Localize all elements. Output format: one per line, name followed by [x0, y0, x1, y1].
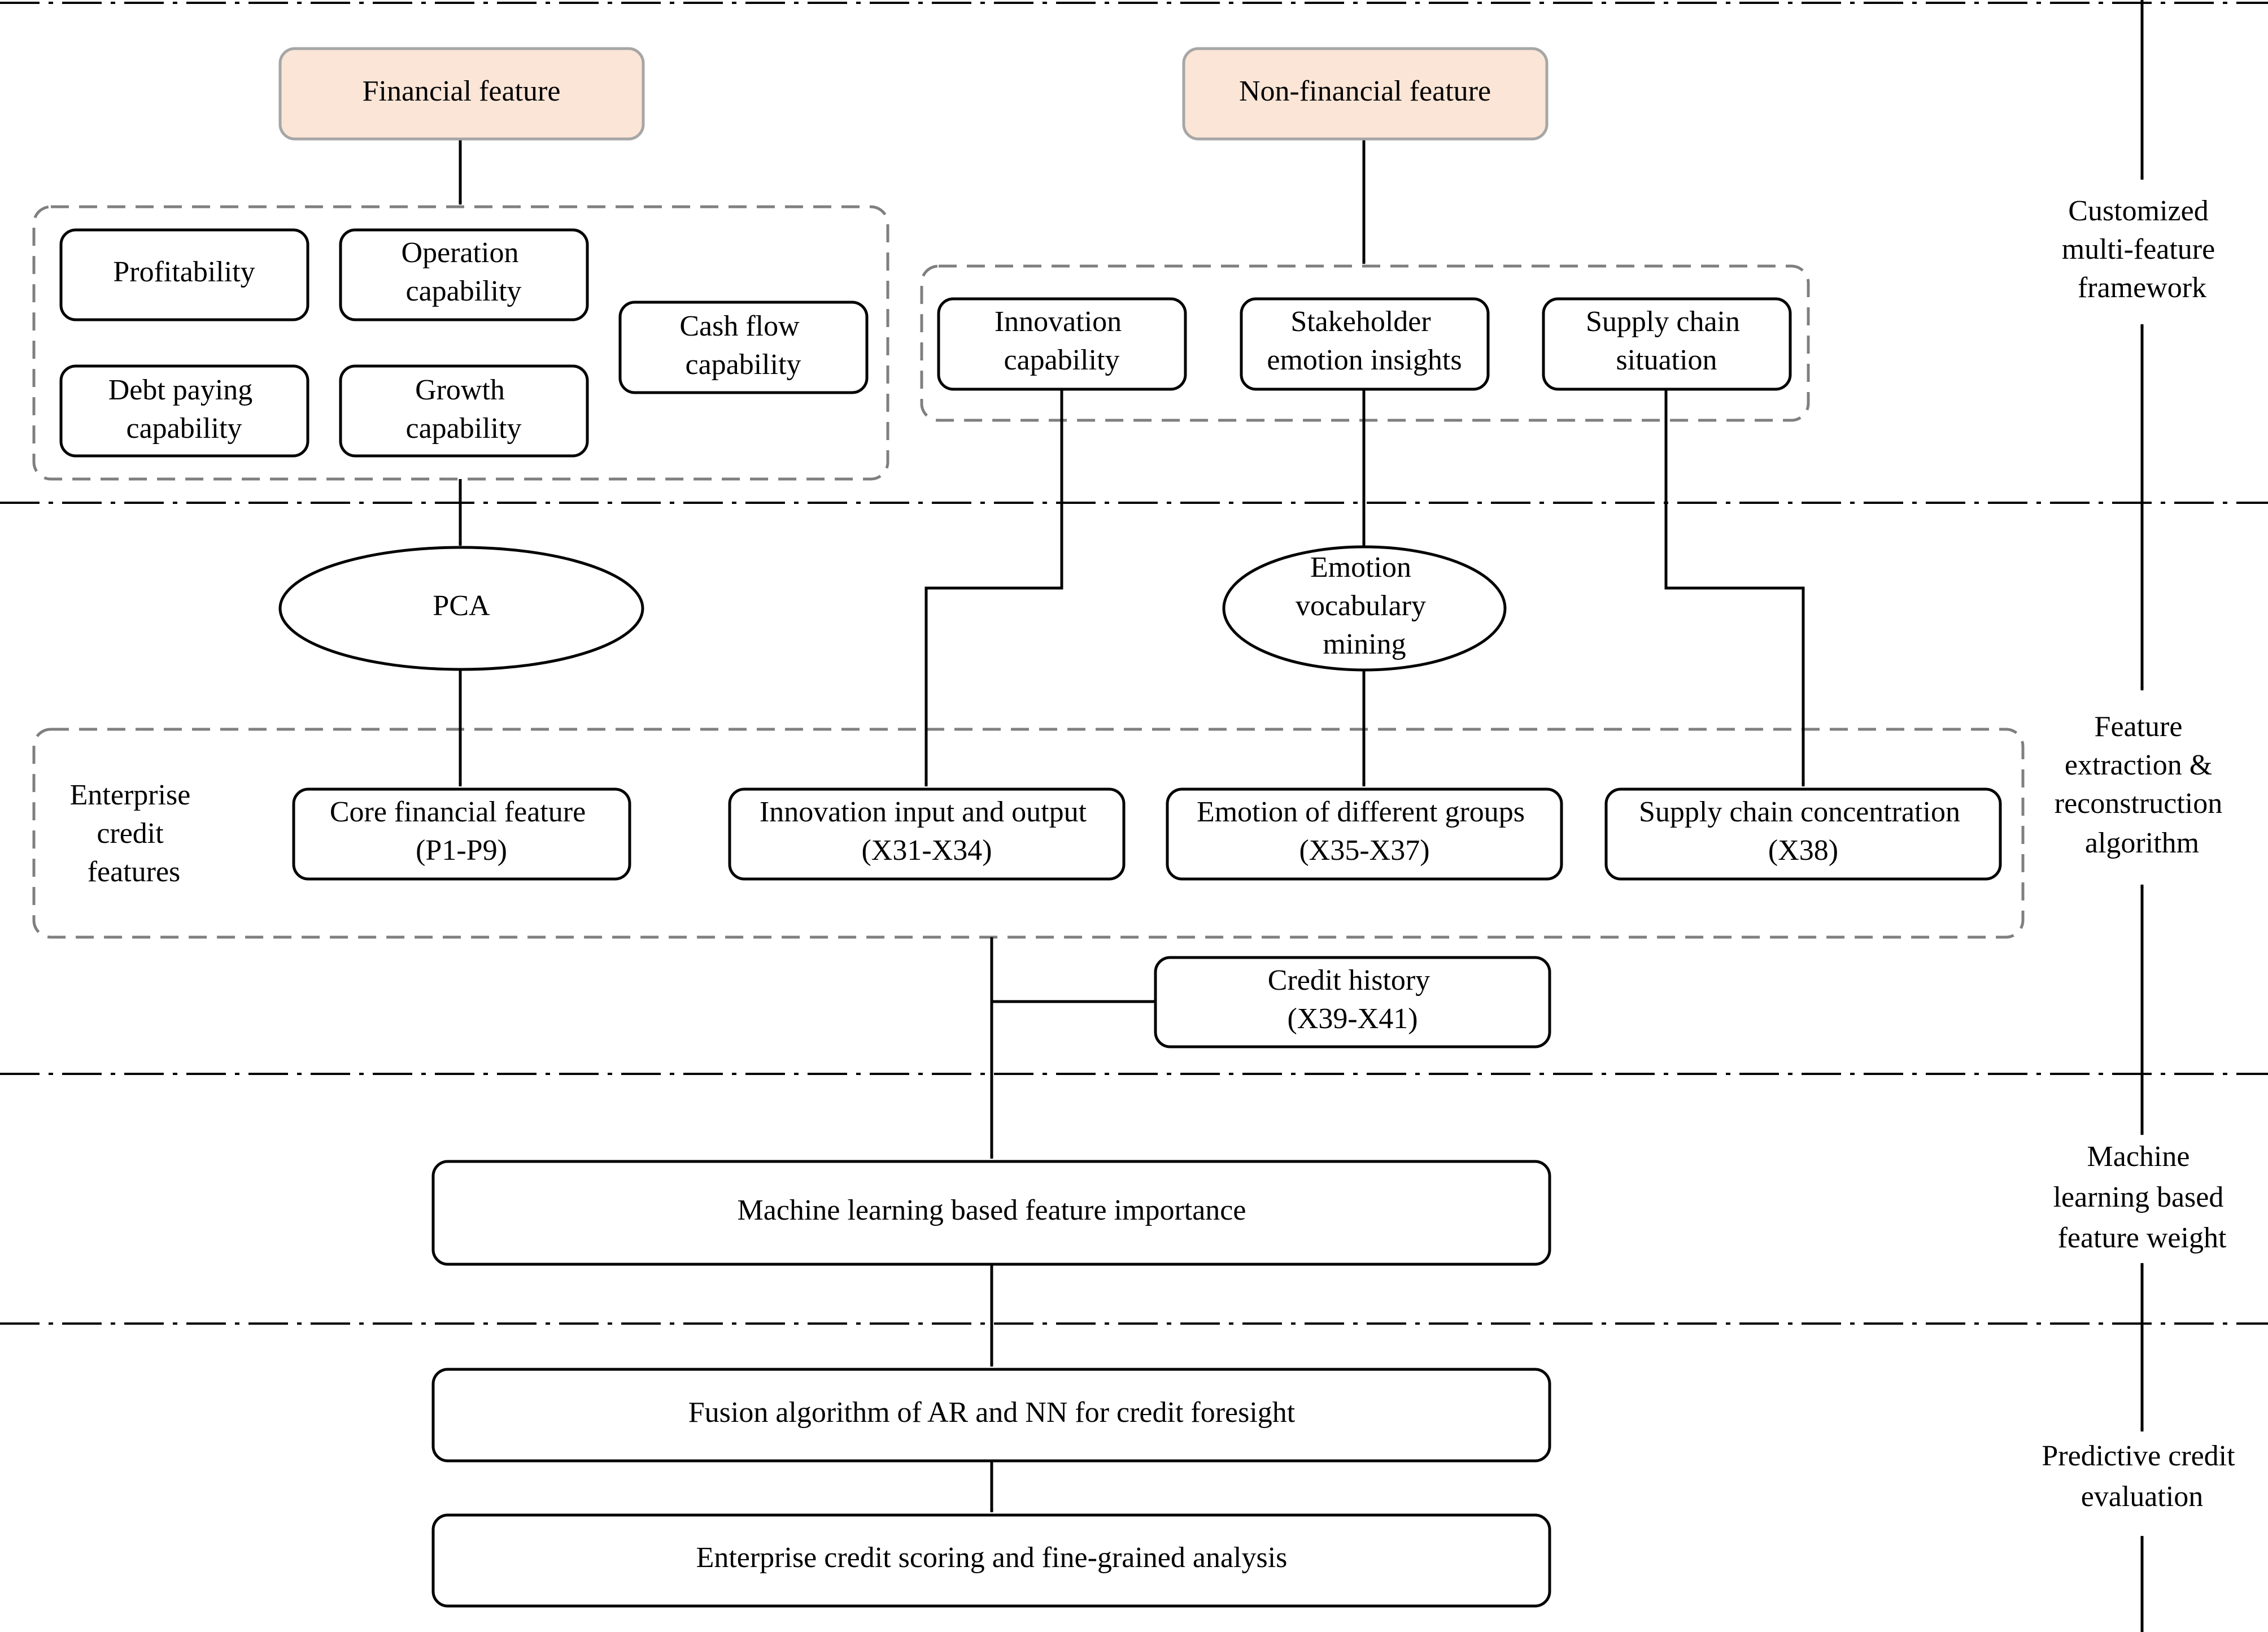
- fusion-algorithm-label: Fusion algorithm of AR and NN for credit…: [688, 1396, 1296, 1429]
- emotion-vocabulary-mining-oval: Emotion vocabulary mining: [1222, 545, 1507, 672]
- cash-flow-capability-line-1: Cash flow: [679, 310, 800, 342]
- enterprise-credit-features-label: Enterprise credit features: [70, 779, 198, 888]
- stage-label-predictive: Predictive credit evaluation: [2042, 1440, 2242, 1513]
- operation-capability-box: Operation capability: [339, 228, 589, 321]
- stage-predictive-line-1: Predictive credit: [2042, 1440, 2235, 1472]
- stage-extraction-line-3: reconstruction: [2055, 787, 2222, 820]
- innovation-capability-box: Innovation capability: [937, 297, 1187, 391]
- stage-extraction-line-1: Feature: [2095, 711, 2183, 743]
- supply-chain-concentration-line-1: Supply chain concentration: [1639, 796, 1960, 828]
- stage-framework-line-3: framework: [2078, 272, 2206, 304]
- stage-framework-line-2: multi-feature: [2062, 233, 2215, 266]
- supply-chain-situation-line-1: Supply chain: [1586, 306, 1740, 338]
- innovation-capability-line-1: Innovation: [995, 306, 1122, 338]
- fusion-algorithm-box: Fusion algorithm of AR and NN for credit…: [431, 1368, 1551, 1463]
- stage-label-framework: Customized multi-feature framework: [2062, 195, 2222, 304]
- stage-label-extraction: Feature extraction & reconstruction algo…: [2055, 711, 2230, 859]
- cash-flow-capability-line-2: capability: [685, 349, 801, 381]
- credit-scoring-label: Enterprise credit scoring and fine-grain…: [696, 1542, 1288, 1574]
- stakeholder-emotion-line-2: emotion insights: [1267, 344, 1462, 376]
- innovation-capability-line-2: capability: [1004, 344, 1119, 376]
- svg-text:Operation capability: Operation capability: [402, 237, 526, 307]
- innovation-input-output-box: Innovation input and output (X31-X34): [728, 787, 1126, 881]
- supply-chain-situation-box: Supply chain situation: [1542, 297, 1792, 391]
- svg-text:Growth capability: Growth capability: [405, 374, 521, 445]
- emotion-mining-line-2: vocabulary: [1296, 590, 1426, 622]
- stage-predictive-line-2: evaluation: [2081, 1481, 2204, 1513]
- innovation-input-output-line-2: (X31-X34): [861, 834, 992, 867]
- stage-ml-weight-line-3: feature weight: [2058, 1222, 2227, 1254]
- debt-paying-capability-line-2: capability: [126, 412, 242, 445]
- emotion-different-groups-box: Emotion of different groups (X35-X37): [1166, 787, 1563, 881]
- emotion-different-groups-line-2: (X35-X37): [1299, 834, 1429, 867]
- svg-text:Core financial feature (: Core financial feature (P1-P9): [330, 796, 593, 867]
- enterprise-credit-features-group: [32, 728, 2025, 939]
- emotion-mining-line-1: Emotion: [1310, 551, 1411, 584]
- arrow-innovation-to-io: [924, 390, 1063, 787]
- svg-text:Debt paying capability: Debt paying capability: [108, 374, 260, 445]
- arrow-supply-to-concentration: [1664, 390, 1805, 787]
- stage-ml-weight-line-2: learning based: [2053, 1181, 2224, 1213]
- debt-paying-capability-line-1: Debt paying: [108, 374, 253, 406]
- operation-capability-line-2: capability: [405, 275, 521, 307]
- supply-chain-situation-line-2: situation: [1616, 344, 1717, 376]
- non-financial-feature-header: Non-financial feature: [1182, 47, 1549, 141]
- stakeholder-emotion-box: Stakeholder emotion insights: [1240, 297, 1490, 391]
- svg-text:Supply chain concentration: Supply chain concentration (X38): [1639, 796, 1968, 867]
- growth-capability-line-1: Growth: [415, 374, 505, 406]
- svg-text:Emotion of different groups: Emotion of different groups (X35-X37): [1197, 796, 1532, 867]
- pca-oval: PCA: [278, 546, 644, 671]
- svg-text:Emotion vocabulary: Emotion vocabulary mining: [1296, 551, 1433, 660]
- connectors: [459, 0, 2144, 1632]
- credit-history-line-1: Credit history: [1268, 964, 1430, 996]
- ml-feature-importance-label: Machine learning based feature importanc…: [738, 1194, 1246, 1226]
- enterprise-credit-features-line-1: Enterprise: [70, 779, 191, 811]
- svg-text:Stakeholder emotion insi: Stakeholder emotion insights: [1267, 306, 1462, 376]
- credit-history-line-2: (X39-X41): [1287, 1003, 1418, 1035]
- ml-feature-importance-box: Machine learning based feature importanc…: [431, 1160, 1551, 1266]
- stage-extraction-line-4: algorithm: [2085, 827, 2199, 859]
- non-financial-feature-label: Non-financial feature: [1239, 75, 1491, 107]
- financial-capability-group: [32, 205, 889, 481]
- stage-extraction-line-2: extraction &: [2065, 749, 2212, 781]
- stage-ml-weight-line-1: Machine: [2087, 1141, 2190, 1173]
- stage-label-ml-weight: Machine learning based feature weight: [2053, 1141, 2231, 1254]
- svg-text:Credit history (X39-X41): Credit history (X39-X41): [1268, 964, 1437, 1035]
- operation-capability-line-1: Operation: [402, 237, 519, 269]
- pca-label: PCA: [433, 590, 490, 622]
- enterprise-credit-features-line-3: features: [88, 856, 181, 888]
- financial-feature-label: Financial feature: [363, 75, 561, 107]
- credit-scoring-box: Enterprise credit scoring and fine-grain…: [431, 1513, 1551, 1608]
- svg-text:Cash flow capability: Cash flow capability: [679, 310, 806, 381]
- core-financial-feature-line-2: (P1-P9): [416, 834, 507, 867]
- svg-text:Supply chain situation: Supply chain situation: [1586, 306, 1747, 376]
- cash-flow-capability-box: Cash flow capability: [618, 301, 869, 394]
- debt-paying-capability-box: Debt paying capability: [59, 364, 309, 458]
- stage-framework-line-1: Customized: [2068, 195, 2208, 227]
- growth-capability-box: Growth capability: [339, 364, 589, 458]
- innovation-input-output-line-1: Innovation input and output: [760, 796, 1087, 828]
- stakeholder-emotion-line-1: Stakeholder: [1290, 306, 1430, 338]
- supply-chain-concentration-line-2: (X38): [1768, 834, 1838, 867]
- financial-feature-header: Financial feature: [278, 47, 645, 141]
- credit-history-box: Credit history (X39-X41): [1154, 956, 1551, 1048]
- profitability-label: Profitability: [113, 256, 255, 288]
- core-financial-feature-box: Core financial feature (P1-P9): [292, 787, 631, 881]
- svg-text:Innovation capability: Innovation capability: [995, 306, 1129, 376]
- growth-capability-line-2: capability: [405, 412, 521, 445]
- emotion-different-groups-line-1: Emotion of different groups: [1197, 796, 1525, 828]
- emotion-mining-line-3: mining: [1323, 628, 1406, 660]
- enterprise-credit-features-line-2: credit: [97, 817, 164, 850]
- core-financial-feature-line-1: Core financial feature: [330, 796, 586, 828]
- profitability-box: Profitability: [59, 228, 309, 321]
- supply-chain-concentration-box: Supply chain concentration (X38): [1604, 787, 2002, 881]
- svg-text:Innovation input and output: Innovation input and output (X31-X34): [760, 796, 1094, 867]
